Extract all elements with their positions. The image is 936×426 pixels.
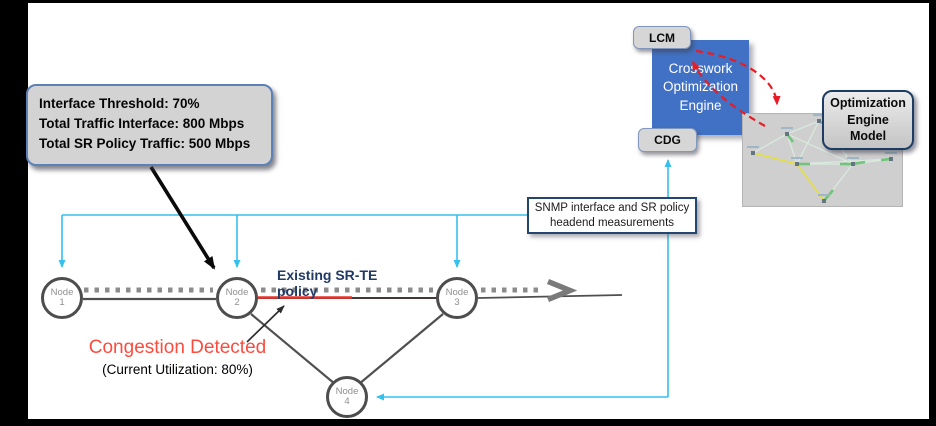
node-1-number: 1 [59,297,65,308]
model-nodes [751,119,893,203]
feedback-loop-arrows [692,49,781,127]
callout-line1: Interface Threshold: 70% [39,96,200,111]
model-node-labels [747,114,897,196]
snmp-text-line1: SNMP interface and SR policy [534,201,690,214]
engine-label-line1: Crosswork [668,60,733,76]
node-3: Node 3 [436,277,478,319]
frame-border-bottom [0,419,936,426]
feedback-arrow-to-lcm [692,60,766,127]
model-label-line1: Optimization [830,96,906,111]
node-4-number: 4 [344,396,350,407]
node-2-number: 2 [234,297,240,308]
node-2-name: Node [225,287,249,298]
callout-line3: Total SR Policy Traffic: 500 Mbps [39,136,251,151]
optimization-engine-model-box: Optimization Engine Model [822,90,914,150]
frame-border-left [0,0,28,426]
feedback-arrow-to-model [695,49,781,106]
crosswork-optimization-engine-box: Crosswork Optimization Engine [652,40,749,135]
node-1: Node 1 [41,277,83,319]
node-3-name: Node [445,287,469,298]
frame-border-top [0,0,936,3]
callout-pointer-arrow [149,166,216,270]
model-label-line2: Engine [847,112,889,127]
node-2: Node 2 [216,277,258,319]
lcm-label: LCM [649,30,675,45]
existing-policy-label: Existing SR-TE policy [277,267,378,299]
lcm-box: LCM [633,26,691,49]
snmp-measurements-box: SNMP interface and SR policy headend mea… [527,197,697,234]
link-node4-node3 [358,313,444,385]
callout-line2: Total Traffic Interface: 800 Mbps [39,116,245,131]
frame-border-right [929,0,936,426]
engine-label-line3: Engine [679,97,722,113]
node-1-name: Node [50,287,74,298]
current-utilization-label: (Current Utilization: 80%) [102,362,253,377]
sr-policy-arrowhead-icon [546,278,578,303]
node-4-name: Node [335,386,359,397]
cdg-box: CDG [638,128,697,152]
node-4: Node 4 [326,376,368,418]
engine-label-line2: Optimization [662,79,739,95]
model-topology-graphic [747,114,897,203]
cdg-label: CDG [654,133,681,147]
congestion-pointer-arrow [246,305,285,343]
snmp-text-line2: headend measurements [549,216,675,229]
threshold-callout: Interface Threshold: 70% Total Traffic I… [26,84,273,166]
model-label-line3: Model [849,129,887,144]
congestion-detected-label: Congestion Detected [88,337,267,358]
node-3-number: 3 [454,297,460,308]
